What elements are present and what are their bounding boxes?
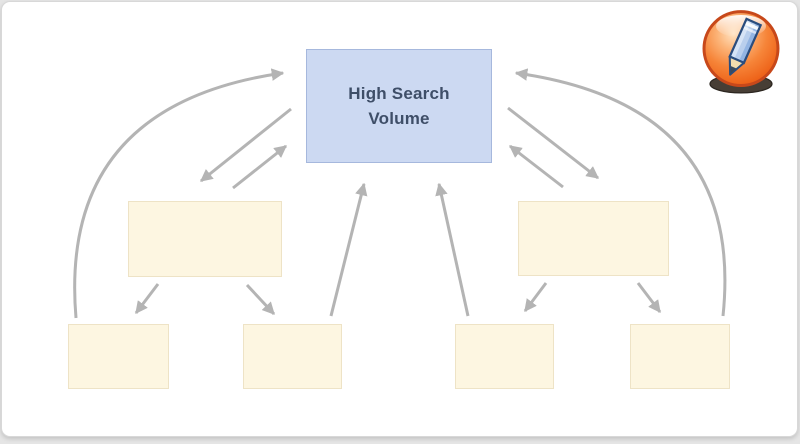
connector-arrow-mid-left-to-bottom-1[interactable] bbox=[134, 283, 160, 315]
connector-arrow-bottom-4-to-top-curve[interactable] bbox=[514, 68, 727, 317]
diagram-node-mid-left[interactable] bbox=[128, 201, 282, 277]
connector-arrow-mid-left-to-top[interactable] bbox=[232, 144, 287, 190]
connector-arrow-bottom-1-to-top-curve[interactable] bbox=[73, 68, 285, 319]
connector-arrow-mid-left-to-bottom-2[interactable] bbox=[245, 283, 276, 316]
diagram-node-bottom-3[interactable] bbox=[455, 324, 554, 389]
diagram-node-bottom-2[interactable] bbox=[243, 324, 342, 389]
sketch-app-logo-icon bbox=[702, 10, 780, 94]
connector-arrow-mid-right-to-bottom-4[interactable] bbox=[636, 282, 662, 314]
pencil-icon bbox=[728, 17, 763, 76]
connector-arrow-mid-right-to-bottom-3[interactable] bbox=[523, 282, 548, 313]
connector-arrow-top-to-mid-right[interactable] bbox=[507, 106, 599, 180]
diagram-node-bottom-4[interactable] bbox=[630, 324, 730, 389]
connector-arrow-bottom-3-to-top[interactable] bbox=[435, 182, 470, 317]
diagram-node-mid-right[interactable] bbox=[518, 201, 669, 276]
connector-arrow-top-to-mid-left[interactable] bbox=[200, 107, 292, 183]
diagram-node-bottom-1[interactable] bbox=[68, 324, 169, 389]
connector-arrow-mid-right-to-top[interactable] bbox=[509, 144, 564, 189]
diagram-node-top[interactable]: High Search Volume bbox=[306, 49, 492, 163]
connector-arrow-bottom-2-to-top[interactable] bbox=[329, 182, 368, 317]
node-label: High Search Volume bbox=[348, 83, 450, 129]
